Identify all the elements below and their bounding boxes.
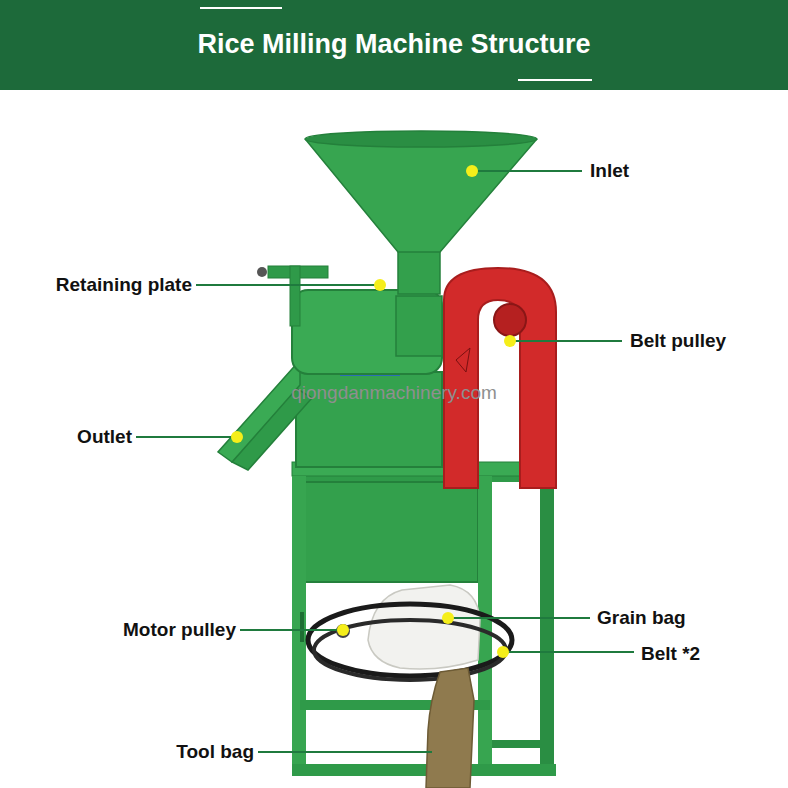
title: Rice Milling Machine Structure: [197, 30, 590, 60]
part-label: Belt *2: [641, 644, 700, 665]
title-band: [0, 0, 788, 90]
chamber-flange: [396, 296, 442, 356]
outlet-chute: [218, 360, 300, 462]
hopper-rim: [305, 131, 537, 147]
decor-line: [518, 79, 592, 81]
belt-pulley: [494, 304, 526, 336]
part-label: Retaining plate: [56, 275, 192, 296]
belt: [314, 620, 506, 680]
hopper-neck: [398, 248, 440, 294]
part-label: Inlet: [590, 161, 629, 182]
part-label: Motor pulley: [123, 620, 236, 641]
part-label: Outlet: [77, 427, 132, 448]
part-label: Tool bag: [176, 742, 254, 763]
part-label: Grain bag: [597, 608, 686, 629]
knob: [257, 267, 267, 277]
warning-mark: [456, 348, 470, 372]
part-label: Belt pulley: [630, 331, 726, 352]
decor-line: [200, 7, 282, 9]
callout-dots: [231, 165, 516, 658]
milling-chamber: [292, 290, 442, 374]
retaining-plate: [290, 266, 300, 326]
leader-lines: [136, 171, 634, 752]
tool-bag: [426, 668, 474, 788]
belt-guard: [444, 268, 556, 488]
motor-pulley: [336, 624, 350, 638]
watermark: qiongdanmachinery.com: [291, 383, 497, 404]
belt: [308, 604, 512, 676]
hopper: [306, 140, 536, 252]
